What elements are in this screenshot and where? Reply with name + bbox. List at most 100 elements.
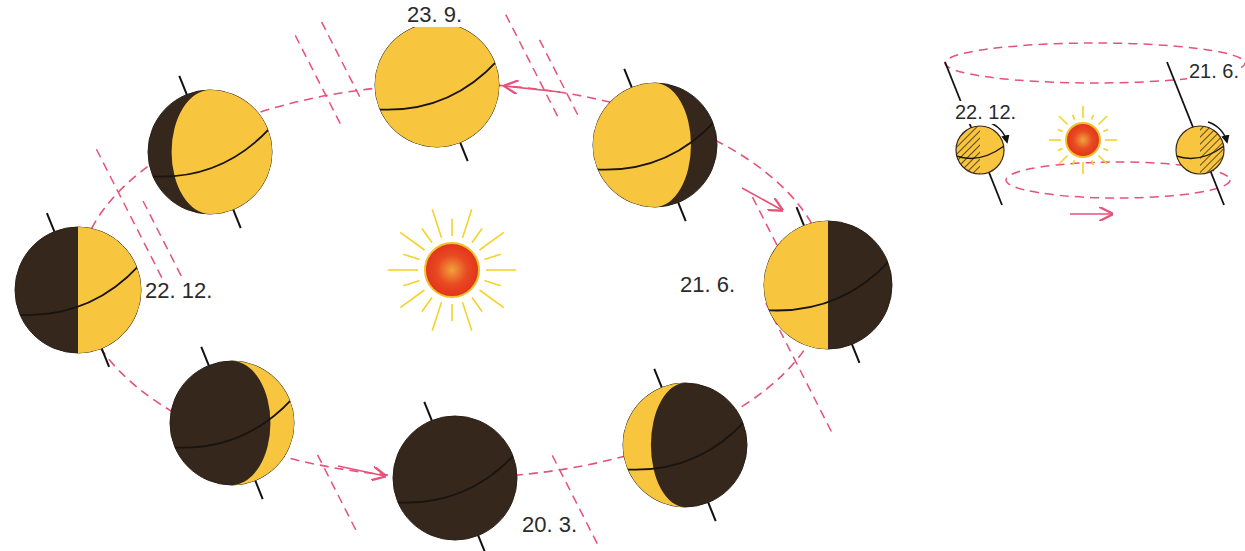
sun-ray [1073,160,1075,165]
axis-guide-line [540,40,581,120]
sun-ray [1103,148,1108,150]
earth-globe [593,69,717,221]
night-side [170,361,294,485]
date-label: 21. 6. [678,272,737,297]
axis-guide-line [322,22,363,102]
sun-ray [422,298,432,312]
night-side [623,383,747,507]
day-side [623,383,685,507]
inset-globe [956,122,1007,174]
inset-equator [1176,146,1224,158]
sun-ray [1082,162,1084,174]
sun-ray [388,269,418,271]
sun-ray [480,290,504,308]
axis-guide-line [295,35,340,124]
equator-line [595,121,716,170]
sun-ray [472,298,482,312]
axis-guide-line [318,455,359,535]
sun-ray [403,254,419,259]
rotation-arrow [988,122,1007,142]
sun-ray [1059,116,1067,124]
sun-ray [463,302,472,331]
sun-ray [1082,106,1084,118]
sun-ray [432,209,441,238]
sun-ray [1091,115,1093,120]
earth-globe [15,213,141,367]
date-label: 22. 12. [143,278,214,303]
sun-ray [484,281,500,286]
inset-globe [1176,122,1227,174]
sun-symbol [1049,106,1117,174]
sun-ray [1091,160,1093,165]
earth-globe [148,76,272,228]
orbit-arrow [742,188,782,210]
day-side [593,83,691,207]
inset-equator [956,146,1004,158]
date-label: 21. 6. [1187,60,1241,83]
sun-ray [403,281,419,286]
sun-disc [1066,123,1100,157]
earth-globe [375,9,499,161]
sun-ray [486,269,516,271]
sun-ray [1099,116,1107,124]
earth-globe [170,347,294,499]
sun-ray [1105,139,1117,141]
equator-line [377,61,498,110]
sun-ray [400,290,424,308]
day-side [172,90,272,214]
inset-side-view [945,43,1245,214]
night-side [764,221,892,349]
inset-globe-disc [1176,126,1224,174]
sun-ray [1073,115,1075,120]
inset-earth-axis [1167,62,1224,205]
night-side [148,90,272,214]
sun-ray [463,209,472,238]
sun-ray [1058,130,1063,132]
day-side [375,23,499,147]
equator-line [625,421,746,470]
inset-orbit-top [945,43,1245,83]
night-side [15,227,141,353]
night-side [393,416,517,540]
inset-night-hatch [1200,126,1224,174]
sun-ray [472,229,482,243]
equator-line [766,260,891,311]
sun-ray [484,254,500,259]
sun-ray [1049,139,1061,141]
axis-guide-lines [96,15,834,545]
inset-night-hatch [956,126,980,174]
rotation-arrow [1208,122,1227,142]
sun-ray [1058,148,1063,150]
sun-ray [422,229,432,243]
equator-line [150,128,271,177]
date-label: 22. 12. [953,101,1018,124]
day-side [764,221,828,349]
sun-ray [1099,156,1107,164]
sun-ray [480,232,504,250]
inset-direction-arrow [1070,213,1112,215]
sun-ray [451,219,453,236]
date-label: 20. 3. [520,512,579,537]
inset-globe-disc [956,126,1004,174]
sun-ray [400,232,424,250]
earth-globe [623,369,747,521]
equator-line [395,454,516,503]
equator-line [17,265,140,315]
earth-globe [393,402,517,551]
earth-globe [764,207,892,363]
sun-ray [1103,130,1108,132]
sun-disc [425,243,479,297]
date-label: 23. 9. [405,2,464,27]
night-side [593,83,717,207]
sun-ray [1059,156,1067,164]
equator-line [172,399,293,448]
orbit-arrow [505,86,560,92]
axis-guide-line [506,15,560,122]
sun-symbol [388,209,516,331]
orbit-arrow [338,466,385,476]
sun-ray [451,304,453,321]
night-side [375,23,499,147]
